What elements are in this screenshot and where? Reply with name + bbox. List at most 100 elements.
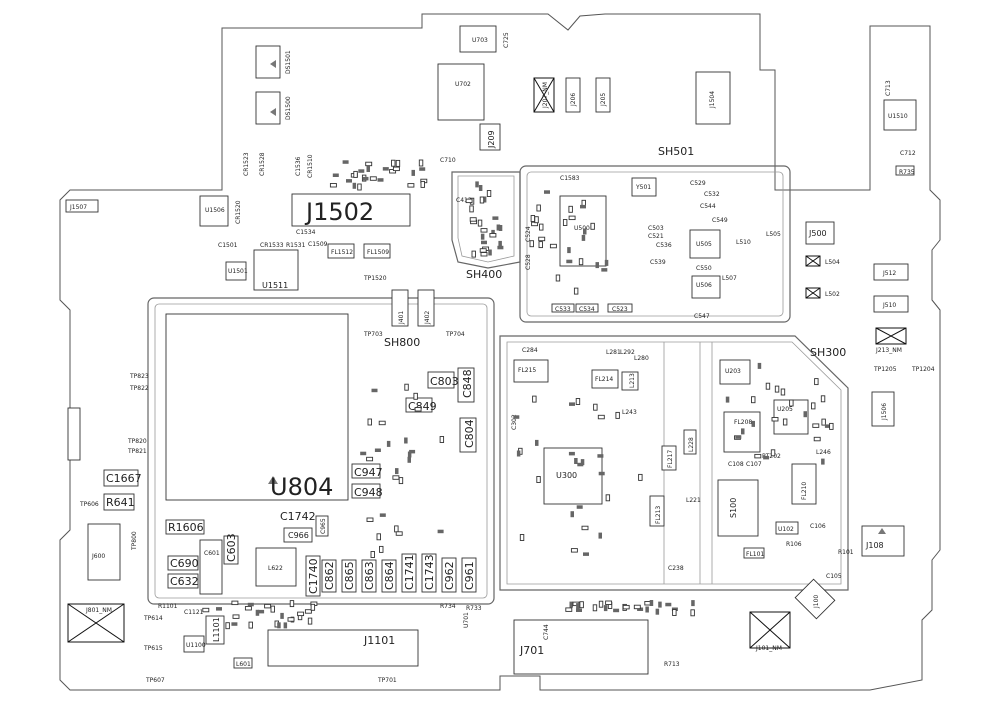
passive-pad — [497, 245, 504, 250]
tp704-label: TP704 — [445, 331, 465, 338]
passive-pad — [820, 395, 826, 403]
tp1204-label: TP1204 — [911, 366, 935, 373]
svg-text:L504: L504 — [825, 259, 840, 266]
passive-pad — [597, 454, 604, 458]
cr1510-label: CR1510 — [307, 154, 314, 178]
u500-label: U500 — [574, 225, 590, 232]
svg-text:C966: C966 — [288, 531, 309, 540]
passive-pad — [352, 182, 357, 189]
tp1520-label: TP1520 — [363, 275, 387, 282]
j500-connector: J500 — [805, 221, 835, 245]
c503-label: C503 — [648, 225, 664, 232]
svg-text:S100: S100 — [729, 498, 738, 518]
svg-text:U702: U702 — [455, 81, 471, 88]
u703-module: U703 C725 — [459, 25, 510, 53]
l292-label: L292 — [620, 349, 635, 356]
c804-cap: C804 — [459, 417, 477, 453]
svg-text:C961: C961 — [463, 561, 476, 590]
c533-box — [551, 303, 575, 313]
passive-pad — [478, 185, 483, 191]
svg-text:C601: C601 — [204, 550, 220, 557]
c524-label: C524 — [525, 226, 532, 242]
svg-text:FL210: FL210 — [801, 482, 808, 500]
passive-pad — [570, 511, 574, 518]
svg-text:J801_NM: J801_NM — [85, 607, 112, 614]
u203-module: U203 — [719, 359, 751, 385]
c302-label: C302 — [511, 414, 518, 430]
passive-pad — [555, 274, 561, 282]
svg-text:FL1512: FL1512 — [331, 249, 353, 256]
c523-label: C523 — [612, 306, 628, 313]
passive-pad — [414, 407, 422, 412]
svg-text:FL208: FL208 — [734, 419, 752, 426]
r1101-label: R1101 — [158, 603, 178, 610]
passive-pad — [386, 440, 391, 447]
passive-pad — [598, 532, 602, 539]
svg-text:J500: J500 — [808, 229, 827, 238]
passive-pad — [789, 399, 794, 407]
tp606-label: TP606 — [79, 501, 99, 508]
passive-pad — [486, 190, 492, 197]
c947-cap: C947 — [351, 463, 383, 479]
svg-text:C863: C863 — [363, 561, 376, 590]
svg-text:U1510: U1510 — [888, 113, 908, 120]
passive-pad — [382, 167, 389, 171]
passive-pad — [513, 415, 520, 419]
passive-pad — [601, 268, 608, 272]
passive-pad — [655, 608, 660, 615]
passive-pad — [570, 548, 578, 553]
svg-text:J701: J701 — [519, 644, 544, 657]
passive-pad — [404, 437, 408, 444]
passive-pad — [480, 228, 488, 233]
svg-text:Y501: Y501 — [635, 184, 651, 191]
c1741-cap: C1741 — [401, 553, 417, 593]
passive-pad — [489, 233, 497, 238]
u1510-module: U1510 C713 C712 R735 — [883, 80, 917, 176]
svg-text:C848: C848 — [461, 369, 474, 398]
c533-label: C533 — [555, 306, 571, 313]
passive-pad — [576, 608, 582, 612]
svg-text:J1506: J1506 — [881, 403, 888, 421]
passive-pad — [751, 420, 755, 427]
tp1205-label: TP1205 — [873, 366, 897, 373]
u300-body — [543, 447, 603, 505]
j1502-label: J1502 — [304, 198, 374, 226]
passive-pad — [529, 240, 534, 248]
passive-pad — [307, 617, 313, 625]
passive-pad — [392, 166, 400, 172]
svg-text:FL101: FL101 — [746, 551, 764, 558]
passive-pad — [488, 249, 492, 256]
c632-cap: C632 — [167, 573, 199, 589]
c1501-label: C1501 — [218, 242, 238, 249]
passive-pad — [371, 388, 378, 393]
svg-text:J1101: J1101 — [363, 634, 395, 647]
passive-pad — [407, 451, 412, 458]
passive-pad — [593, 403, 598, 411]
l1101-inductor: L1101 — [205, 615, 225, 645]
passive-pad — [409, 449, 416, 454]
passive-pad — [225, 622, 230, 630]
passive-pad — [578, 258, 584, 266]
cr1523-label: CR1523 — [243, 152, 250, 176]
svg-text:C1740: C1740 — [307, 558, 320, 594]
passive-pad — [394, 525, 399, 533]
c1667-cap: C1667 — [103, 469, 142, 487]
shield-sh800 — [147, 297, 495, 605]
c948-cap: C948 — [351, 483, 383, 499]
passive-pad — [811, 402, 816, 410]
r713-label: R713 — [664, 661, 680, 668]
c534-label: C534 — [579, 306, 595, 313]
passive-pad — [574, 458, 578, 464]
svg-text:FL213: FL213 — [655, 506, 662, 524]
passive-pad — [270, 605, 275, 613]
passive-pad — [598, 471, 605, 476]
j801-nm-box: J801_NM — [67, 603, 125, 643]
passive-pad — [735, 435, 742, 439]
passive-pad — [304, 609, 312, 614]
svg-text:J209: J209 — [487, 130, 496, 149]
u701-label: U701 — [463, 612, 470, 628]
svg-text:C864: C864 — [383, 561, 396, 590]
shield-sh800-inner — [154, 303, 488, 599]
passive-pad — [576, 505, 583, 509]
j1507-connector: J1507 — [65, 199, 99, 213]
